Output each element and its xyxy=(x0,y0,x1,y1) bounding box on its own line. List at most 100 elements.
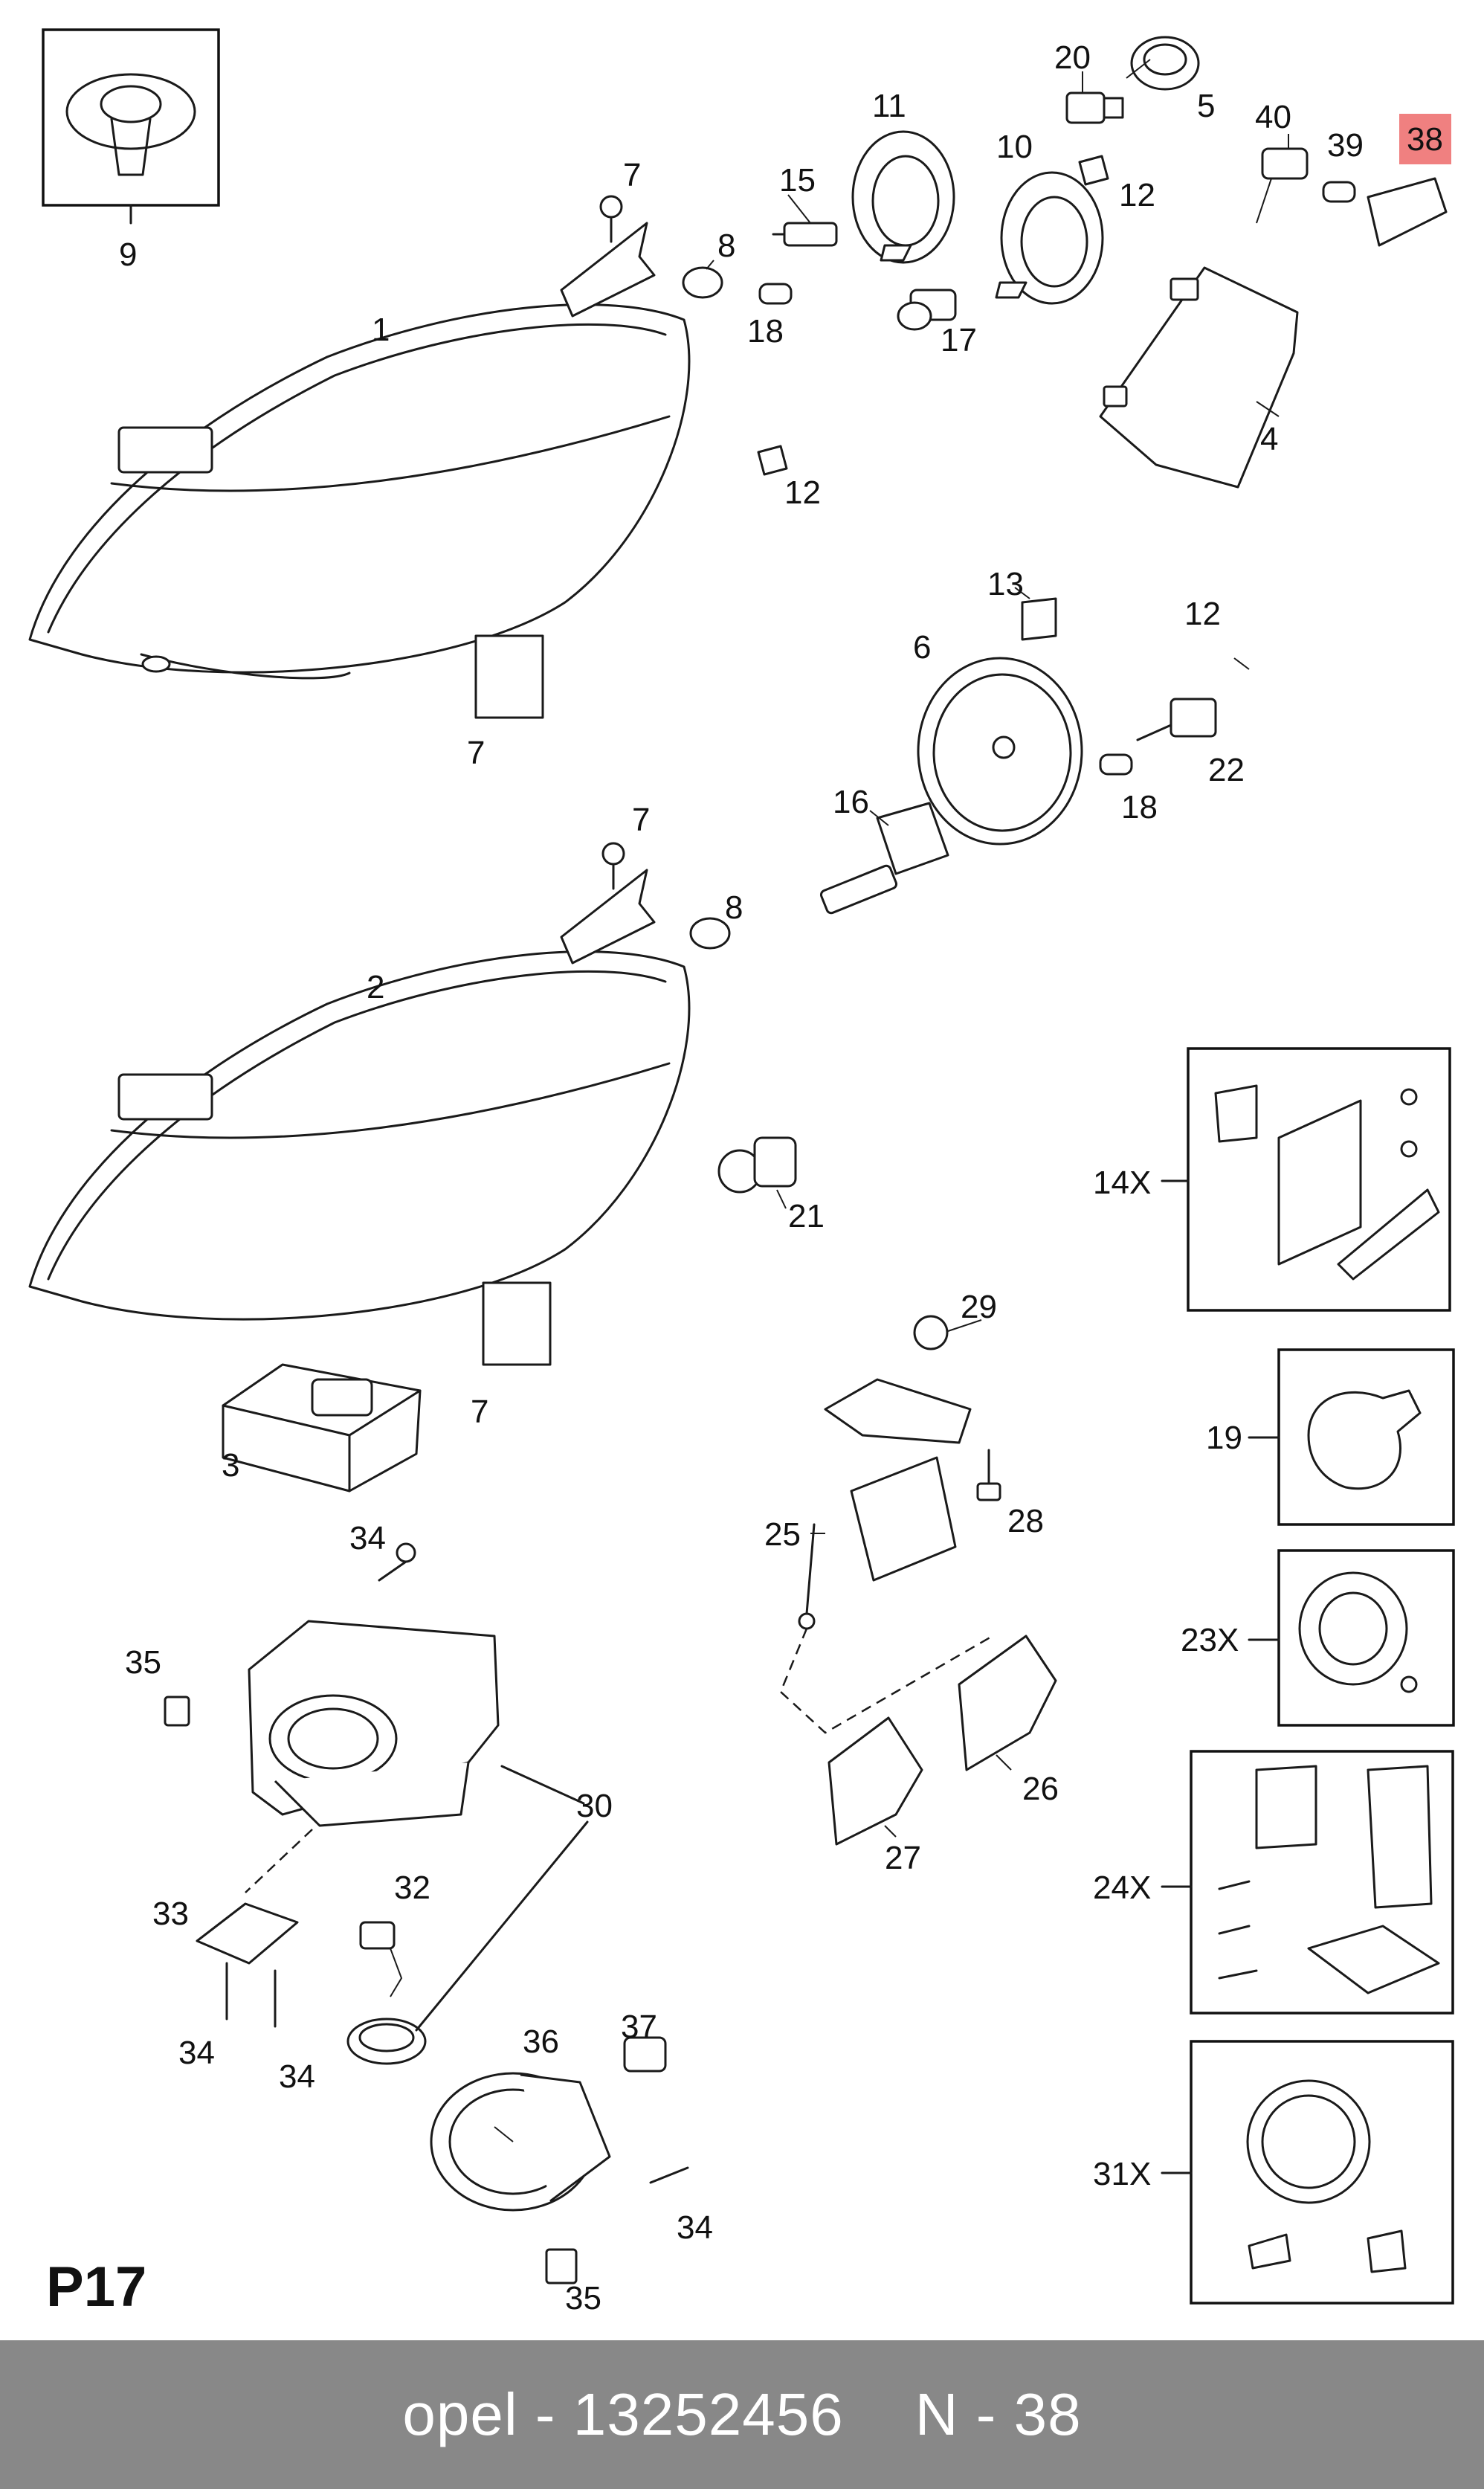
part-5-cap xyxy=(1130,36,1200,91)
label-10: 10 xyxy=(996,129,1033,165)
part-7-screw-lower xyxy=(601,842,625,890)
part-38-side-marker xyxy=(1367,177,1448,247)
part-28-bolt xyxy=(976,1449,1001,1501)
part-40-bulb-holder xyxy=(1256,147,1309,224)
label-34d: 34 xyxy=(677,2209,713,2246)
part-34-screw-lower xyxy=(649,2166,689,2184)
label-34b: 34 xyxy=(178,2035,215,2071)
part-15-bulb xyxy=(772,222,838,247)
label-11: 11 xyxy=(872,88,906,124)
label-1: 1 xyxy=(372,312,390,348)
part-24x-inset xyxy=(1190,1750,1454,2015)
part-39-bulb xyxy=(1322,181,1356,203)
part-16-xenon-bulb xyxy=(819,802,949,915)
label-26: 26 xyxy=(1022,1771,1059,1807)
label-17: 17 xyxy=(941,322,977,358)
part-34-screw-top xyxy=(378,1542,416,1582)
part-35-clip-lower xyxy=(545,2248,578,2284)
label-34a: 34 xyxy=(349,1520,386,1556)
part-1-headlamp-right xyxy=(28,222,691,719)
part-33-bracket xyxy=(196,1902,299,1965)
label-22: 22 xyxy=(1208,752,1245,788)
label-30: 30 xyxy=(576,1788,613,1824)
label-7a: 7 xyxy=(623,157,641,193)
part-12-clip-b xyxy=(757,445,788,476)
footer-separator: - xyxy=(517,2381,573,2447)
label-37: 37 xyxy=(621,2009,657,2045)
label-39: 39 xyxy=(1327,127,1364,164)
part-11-cover xyxy=(851,130,955,264)
label-12b: 12 xyxy=(784,474,821,511)
label-36: 36 xyxy=(523,2023,559,2060)
label-5: 5 xyxy=(1197,88,1215,124)
part-19-inset xyxy=(1277,1348,1455,1526)
label-4: 4 xyxy=(1260,421,1278,457)
part-4-rear-cover xyxy=(1099,266,1299,489)
label-8a: 8 xyxy=(717,228,735,264)
footer-brand: opel xyxy=(402,2381,518,2447)
part-37-bulb xyxy=(623,2036,667,2073)
label-40: 40 xyxy=(1255,99,1291,135)
leader-lines xyxy=(494,59,1289,2142)
label-18b: 18 xyxy=(1121,789,1158,825)
footer-position: N - 38 xyxy=(914,2381,1082,2447)
part-14x-inset xyxy=(1187,1047,1451,1312)
label-27: 27 xyxy=(885,1840,921,1876)
part-30-leader-b xyxy=(415,1820,589,2032)
label-13: 13 xyxy=(987,566,1024,602)
part-7-screw-upper xyxy=(599,195,623,243)
part-21-bulb-socket xyxy=(717,1136,797,1194)
part-32-connector xyxy=(359,1921,403,1997)
footer-banner: opel - 13252456 N - 38 xyxy=(0,2340,1484,2489)
part-38-highlight xyxy=(1399,114,1451,164)
part-23x-inset xyxy=(1277,1549,1455,1727)
part-29-nut xyxy=(913,1315,949,1350)
part-30-leader-a xyxy=(500,1765,585,1805)
label-19: 19 xyxy=(1206,1420,1242,1456)
part-8-grommet-upper xyxy=(682,266,723,299)
label-12c: 12 xyxy=(1184,596,1221,632)
label-38: 38 xyxy=(1407,121,1443,158)
part-12-clip-a xyxy=(1078,155,1109,186)
label-23x: 23X xyxy=(1181,1622,1239,1658)
label-34c: 34 xyxy=(279,2058,315,2095)
part-25-level-sensor xyxy=(798,1378,972,1630)
label-7b: 7 xyxy=(467,735,485,771)
part-20-bulb-socket xyxy=(1065,91,1124,124)
part-13-clip xyxy=(1021,597,1057,641)
part-3-ballast xyxy=(222,1363,422,1493)
part-2-headlamp-left xyxy=(28,869,691,1366)
part-30-to-33 xyxy=(245,1829,313,1893)
label-2: 2 xyxy=(367,969,384,1005)
label-21: 21 xyxy=(788,1198,825,1234)
part-25-to-brackets xyxy=(779,1628,993,1734)
part-30-fog-lamp-housing xyxy=(248,1620,500,1827)
label-3: 3 xyxy=(222,1447,239,1484)
label-6: 6 xyxy=(913,629,931,666)
label-16: 16 xyxy=(833,784,869,820)
part-27-bracket xyxy=(828,1716,923,1846)
label-9: 9 xyxy=(119,236,137,273)
label-33: 33 xyxy=(152,1896,189,1932)
part-26-bracket xyxy=(958,1635,1057,1771)
part-9-inset xyxy=(42,28,220,225)
label-8b: 8 xyxy=(725,889,743,926)
label-28: 28 xyxy=(1007,1503,1044,1539)
part-18-bulb-lower xyxy=(1099,753,1133,776)
label-15: 15 xyxy=(779,162,816,199)
page-code: P17 xyxy=(46,2255,147,2319)
label-18a: 18 xyxy=(747,313,784,350)
label-29: 29 xyxy=(961,1289,997,1325)
label-32: 32 xyxy=(394,1870,430,1906)
part-22-socket xyxy=(1136,698,1217,741)
part-number-labels: 1 2 3 4 5 6 7 7 7 7 8 8 9 10 11 12 12 12… xyxy=(119,39,1443,2316)
label-12a: 12 xyxy=(1119,177,1155,213)
part-30-ring xyxy=(346,2018,427,2065)
label-14x: 14X xyxy=(1093,1165,1151,1201)
label-7d: 7 xyxy=(471,1394,488,1430)
footer-part-number: 13252456 xyxy=(572,2381,844,2447)
label-25: 25 xyxy=(764,1516,801,1553)
part-17-bulb xyxy=(897,289,957,331)
label-35b: 35 xyxy=(565,2280,601,2316)
